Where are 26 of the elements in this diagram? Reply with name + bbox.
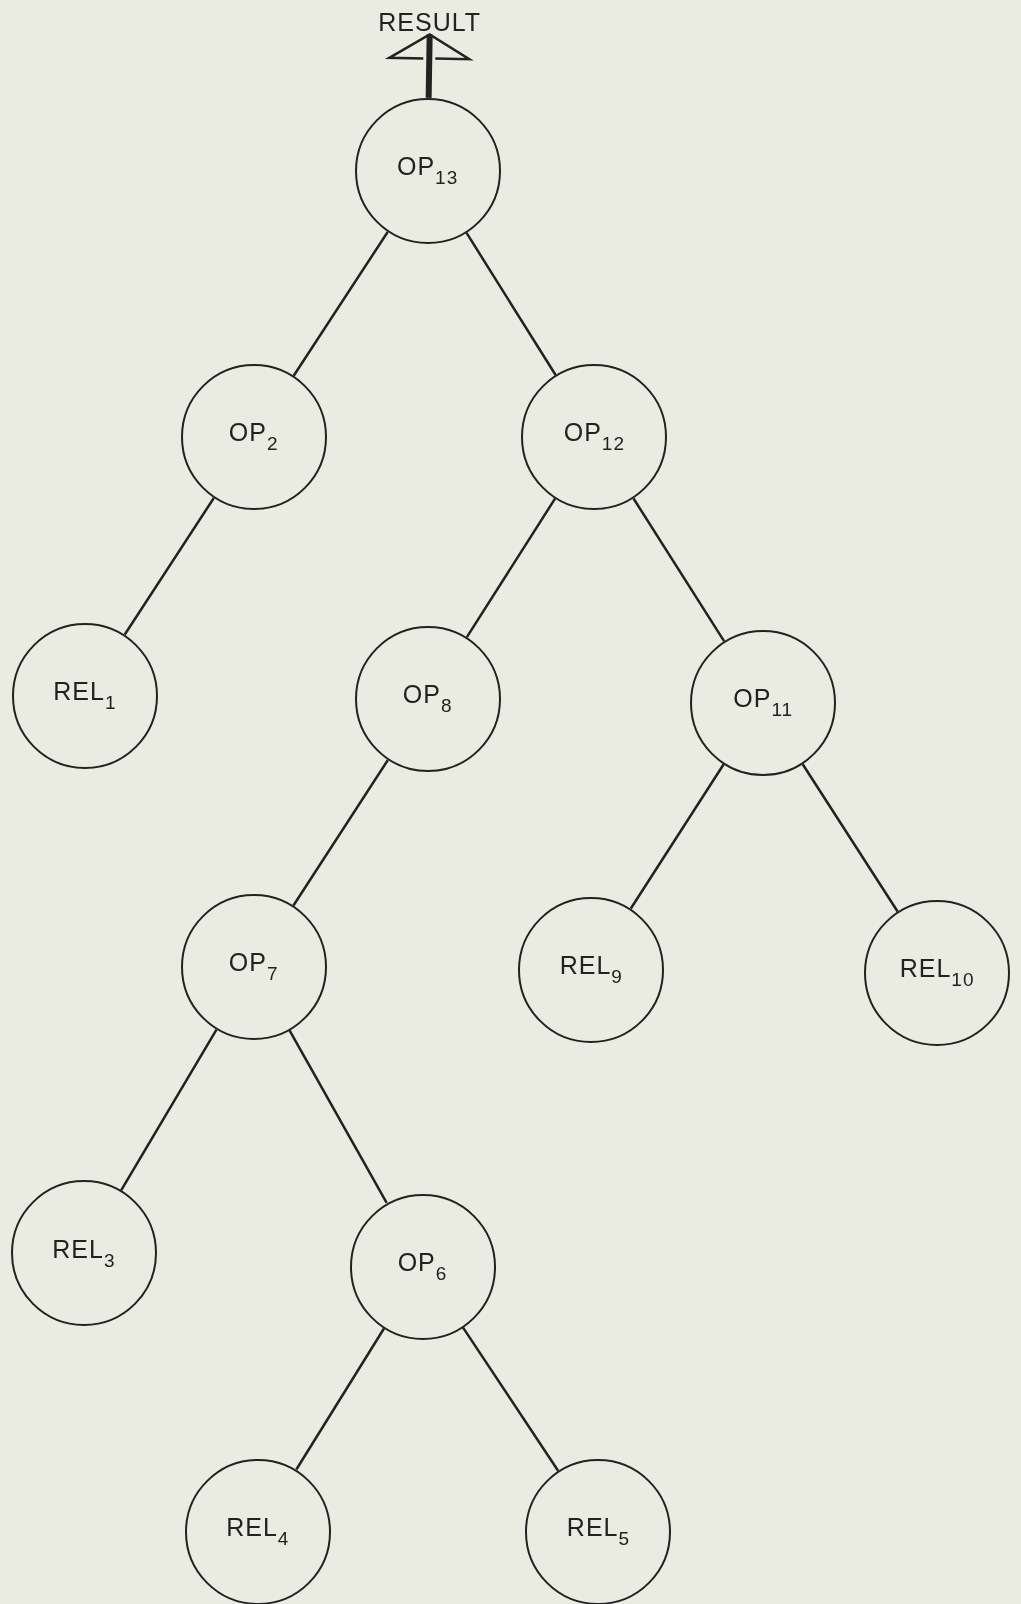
result-label: RESULT <box>378 8 482 37</box>
node-label: OP$_{11}$ <box>733 684 794 722</box>
node-label: OP$_{12}$ <box>563 418 625 456</box>
tree-edge <box>123 497 215 636</box>
node-label: OP$_{6}$ <box>397 1248 448 1285</box>
tree-edge <box>632 497 726 642</box>
tree-edge <box>465 232 557 376</box>
tree-edge <box>629 763 725 910</box>
node-label: REL$_{4}$ <box>226 1513 290 1550</box>
tree-edge <box>801 763 899 913</box>
tree-edge <box>295 1327 386 1471</box>
tree-edge <box>292 231 389 377</box>
node-label: OP$_{7}$ <box>228 948 279 986</box>
node-label: OP$_{13}$ <box>397 152 459 190</box>
node-label: OP$_{2}$ <box>228 418 279 456</box>
tree-edge <box>461 1326 560 1472</box>
node-label: OP$_{8}$ <box>402 680 453 718</box>
node-label: REL$_{10}$ <box>899 954 975 992</box>
tree-edge <box>292 759 389 907</box>
node-label: REL$_{9}$ <box>559 951 623 989</box>
node-label: REL$_{1}$ <box>53 677 117 715</box>
node-label: REL$_{5}$ <box>566 1513 631 1550</box>
tree-edge <box>465 497 557 638</box>
node-label: REL$_{3}$ <box>52 1234 116 1272</box>
tree-edge <box>288 1029 388 1204</box>
tree-edge <box>120 1028 218 1192</box>
